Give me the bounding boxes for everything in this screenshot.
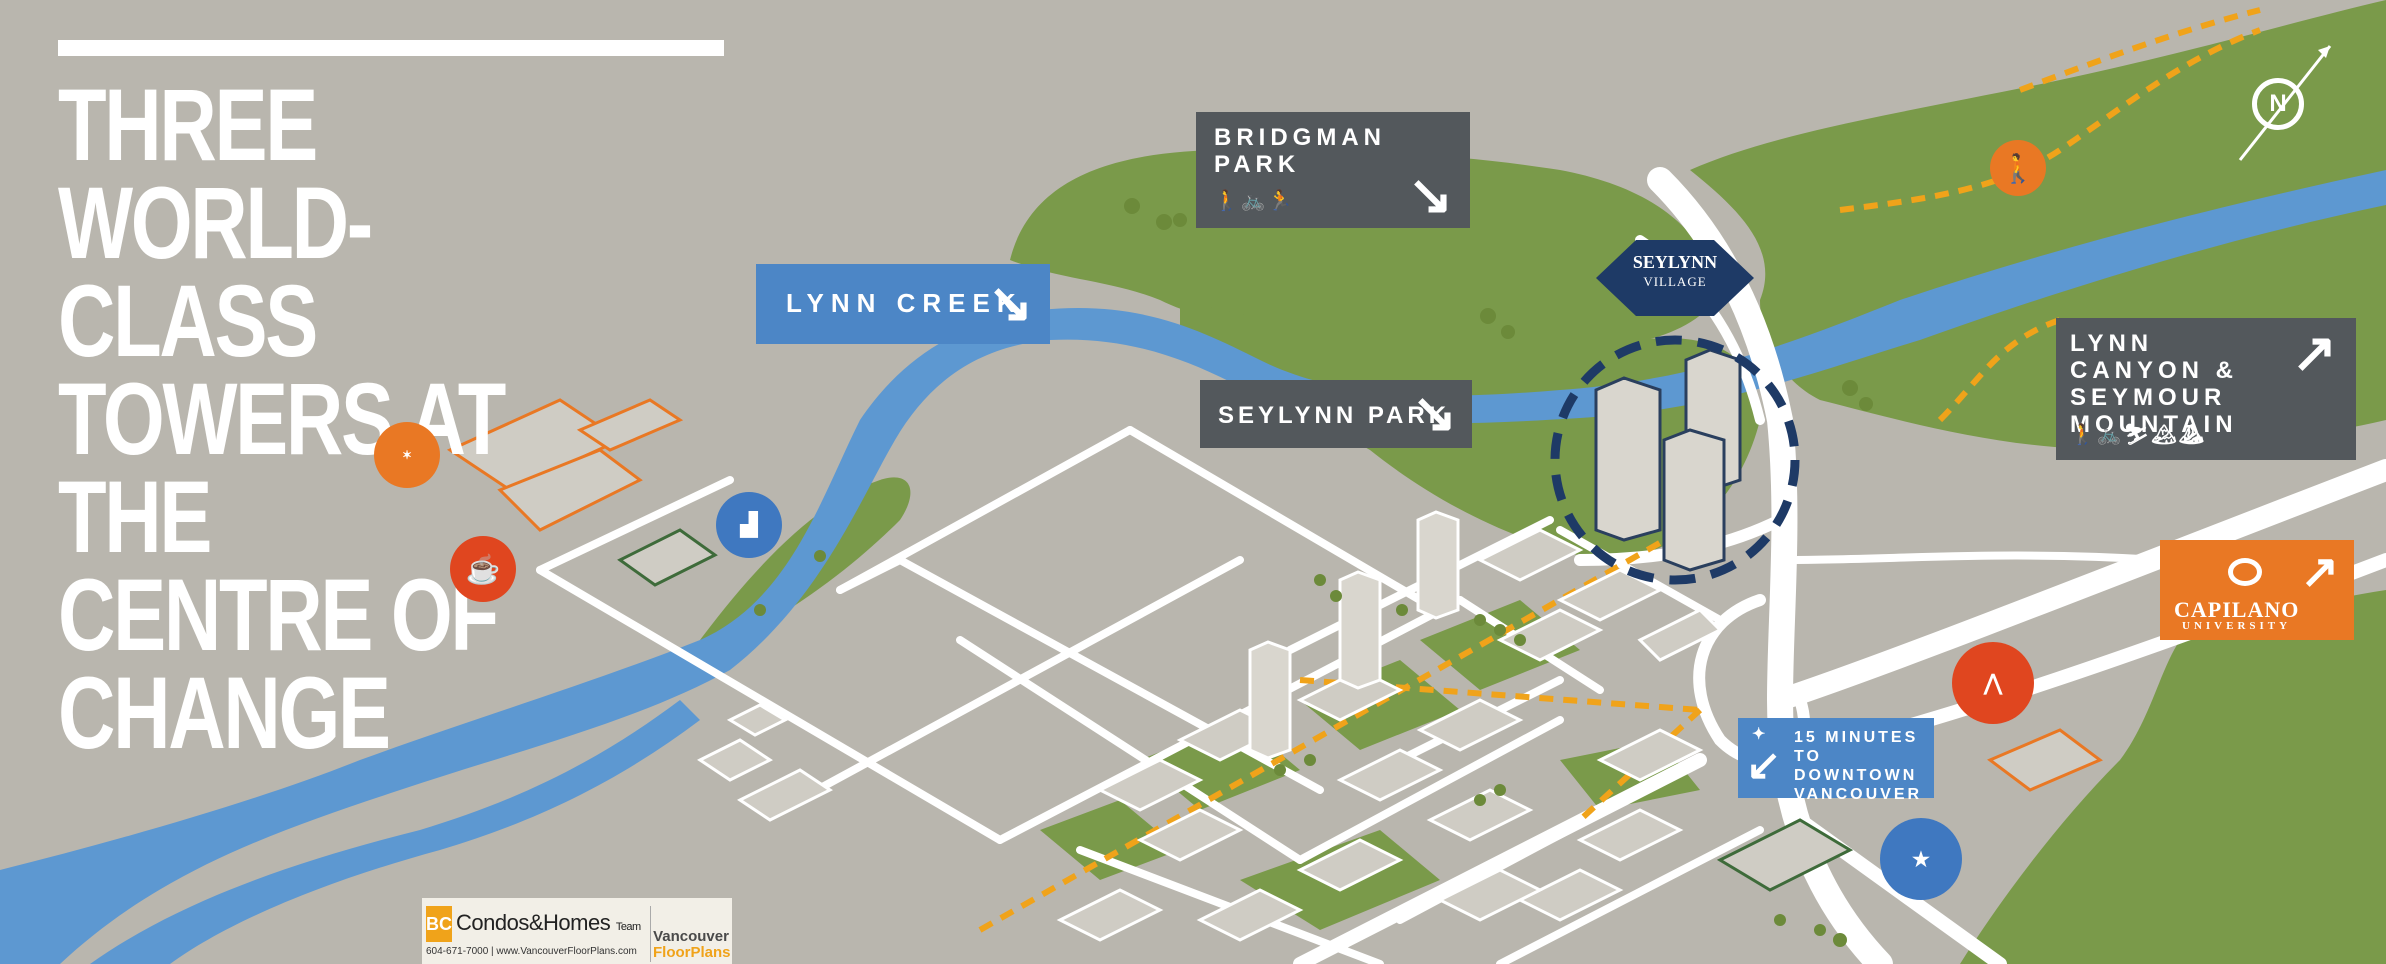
superstore-logo-icon: ★	[1880, 818, 1962, 900]
title-line-2: TOWERS AT THE	[58, 362, 506, 574]
tower-cluster	[1594, 348, 1742, 572]
seylynn-village-line-1: SEYLYNN	[1632, 252, 1718, 272]
seylynn-village-badge: SEYLYNN VILLAGE	[1596, 238, 1754, 318]
brewery-logo-icon: ✶	[374, 422, 440, 488]
agency-name: Condos&Homes Team	[456, 910, 641, 936]
downtown-sign: ✦ ↙ 15 MINUTES TO DOWNTOWN VANCOUVER	[1738, 718, 1934, 803]
partner-line-1: Vancouver	[653, 928, 729, 945]
partner-line-2: FloorPlans	[653, 944, 731, 961]
seylynn-park-sign: SEYLYNN PARK ↘	[1200, 380, 1472, 448]
downtown-label: 15 MINUTES TO DOWNTOWN VANCOUVER	[1794, 729, 1923, 803]
seylynn-site-ring	[1550, 335, 1800, 585]
maple-leaf-icon: ✦	[1752, 726, 1771, 743]
lynn-creek-label: LYNN CREEK	[786, 288, 1023, 318]
lynn-canyon-sign: LYNN CANYON & SEYMOUR MOUNTAIN 🚶🚲⛷🏔⛰ ↗	[2056, 318, 2356, 460]
title-rule	[58, 40, 724, 56]
capilano-university-sign: CAPILANO UNIVERSITY ↗	[2160, 540, 2354, 640]
coffee-cup-icon: ☕	[450, 536, 516, 602]
arcteryx-logo-icon: ⋀	[1952, 642, 2034, 724]
arrow-down-right-icon: ↘	[987, 273, 1038, 333]
agency-logo: BC Condos&Homes Team 604-671-7000 | www.…	[422, 898, 732, 964]
building-blocks	[697, 528, 1723, 942]
diamond-badge-shape	[1596, 240, 1754, 316]
city-skyline-icon: ▟	[716, 492, 782, 558]
title-line-3: CENTRE OF CHANGE	[58, 558, 499, 770]
bc-logo-mark: BC	[426, 906, 452, 942]
arrow-up-right-icon: ↗	[2300, 545, 2344, 597]
west-buildings	[446, 398, 2103, 792]
title-line-1: THREE WORLD-CLASS	[58, 68, 373, 378]
compass-arrow-icon	[2238, 45, 2332, 161]
arrow-down-left-icon: ↙	[1746, 741, 1787, 788]
lynn-creek-river	[0, 170, 2386, 964]
bridgman-activity-icons: 🚶🚲🏃	[1214, 190, 1295, 212]
lynn-creek-sign: LYNN CREEK ↘	[756, 264, 1050, 344]
lynn-canyon-label: LYNN CANYON & SEYMOUR MOUNTAIN	[2070, 330, 2239, 438]
capilano-label: CAPILANO	[2174, 597, 2300, 622]
east-forest-area	[1960, 590, 2386, 964]
trees	[754, 198, 1873, 947]
hiker-icon: 🚶	[1990, 140, 2046, 196]
bridgman-park-label: BRIDGMAN PARK	[1214, 124, 1386, 178]
seylynn-park-label: SEYLYNN PARK	[1218, 402, 1451, 429]
seylynn-village-line-2: VILLAGE	[1643, 274, 1707, 289]
capilano-logo-icon	[2228, 558, 2262, 586]
agency-name-text: Condos&Homes	[456, 910, 611, 935]
partner-logo: Vancouver FloorPlans	[650, 906, 731, 962]
other-towers	[1248, 510, 1460, 760]
page-title: THREE WORLD-CLASS TOWERS AT THE CENTRE O…	[58, 68, 604, 770]
lynn-canyon-activity-icons: 🚶🚲⛷🏔⛰	[2070, 424, 2206, 446]
arrow-down-right-icon: ↘	[1411, 383, 1462, 443]
bridgman-park-sign: BRIDGMAN PARK 🚶🚲🏃 ↘	[1196, 112, 1470, 228]
agency-contact: 604-671-7000 | www.VancouverFloorPlans.c…	[426, 946, 637, 957]
green-outlined-buildings	[617, 528, 1854, 892]
arrow-down-right-icon: ↘	[1407, 165, 1458, 225]
arrow-up-right-icon: ↗	[2291, 323, 2342, 383]
agency-team-text: Team	[615, 921, 641, 933]
compass-north-icon: N	[2252, 78, 2304, 130]
river-lower-fork	[90, 700, 700, 964]
trail-routes	[978, 7, 2262, 933]
capilano-sublabel: UNIVERSITY	[2182, 620, 2292, 632]
